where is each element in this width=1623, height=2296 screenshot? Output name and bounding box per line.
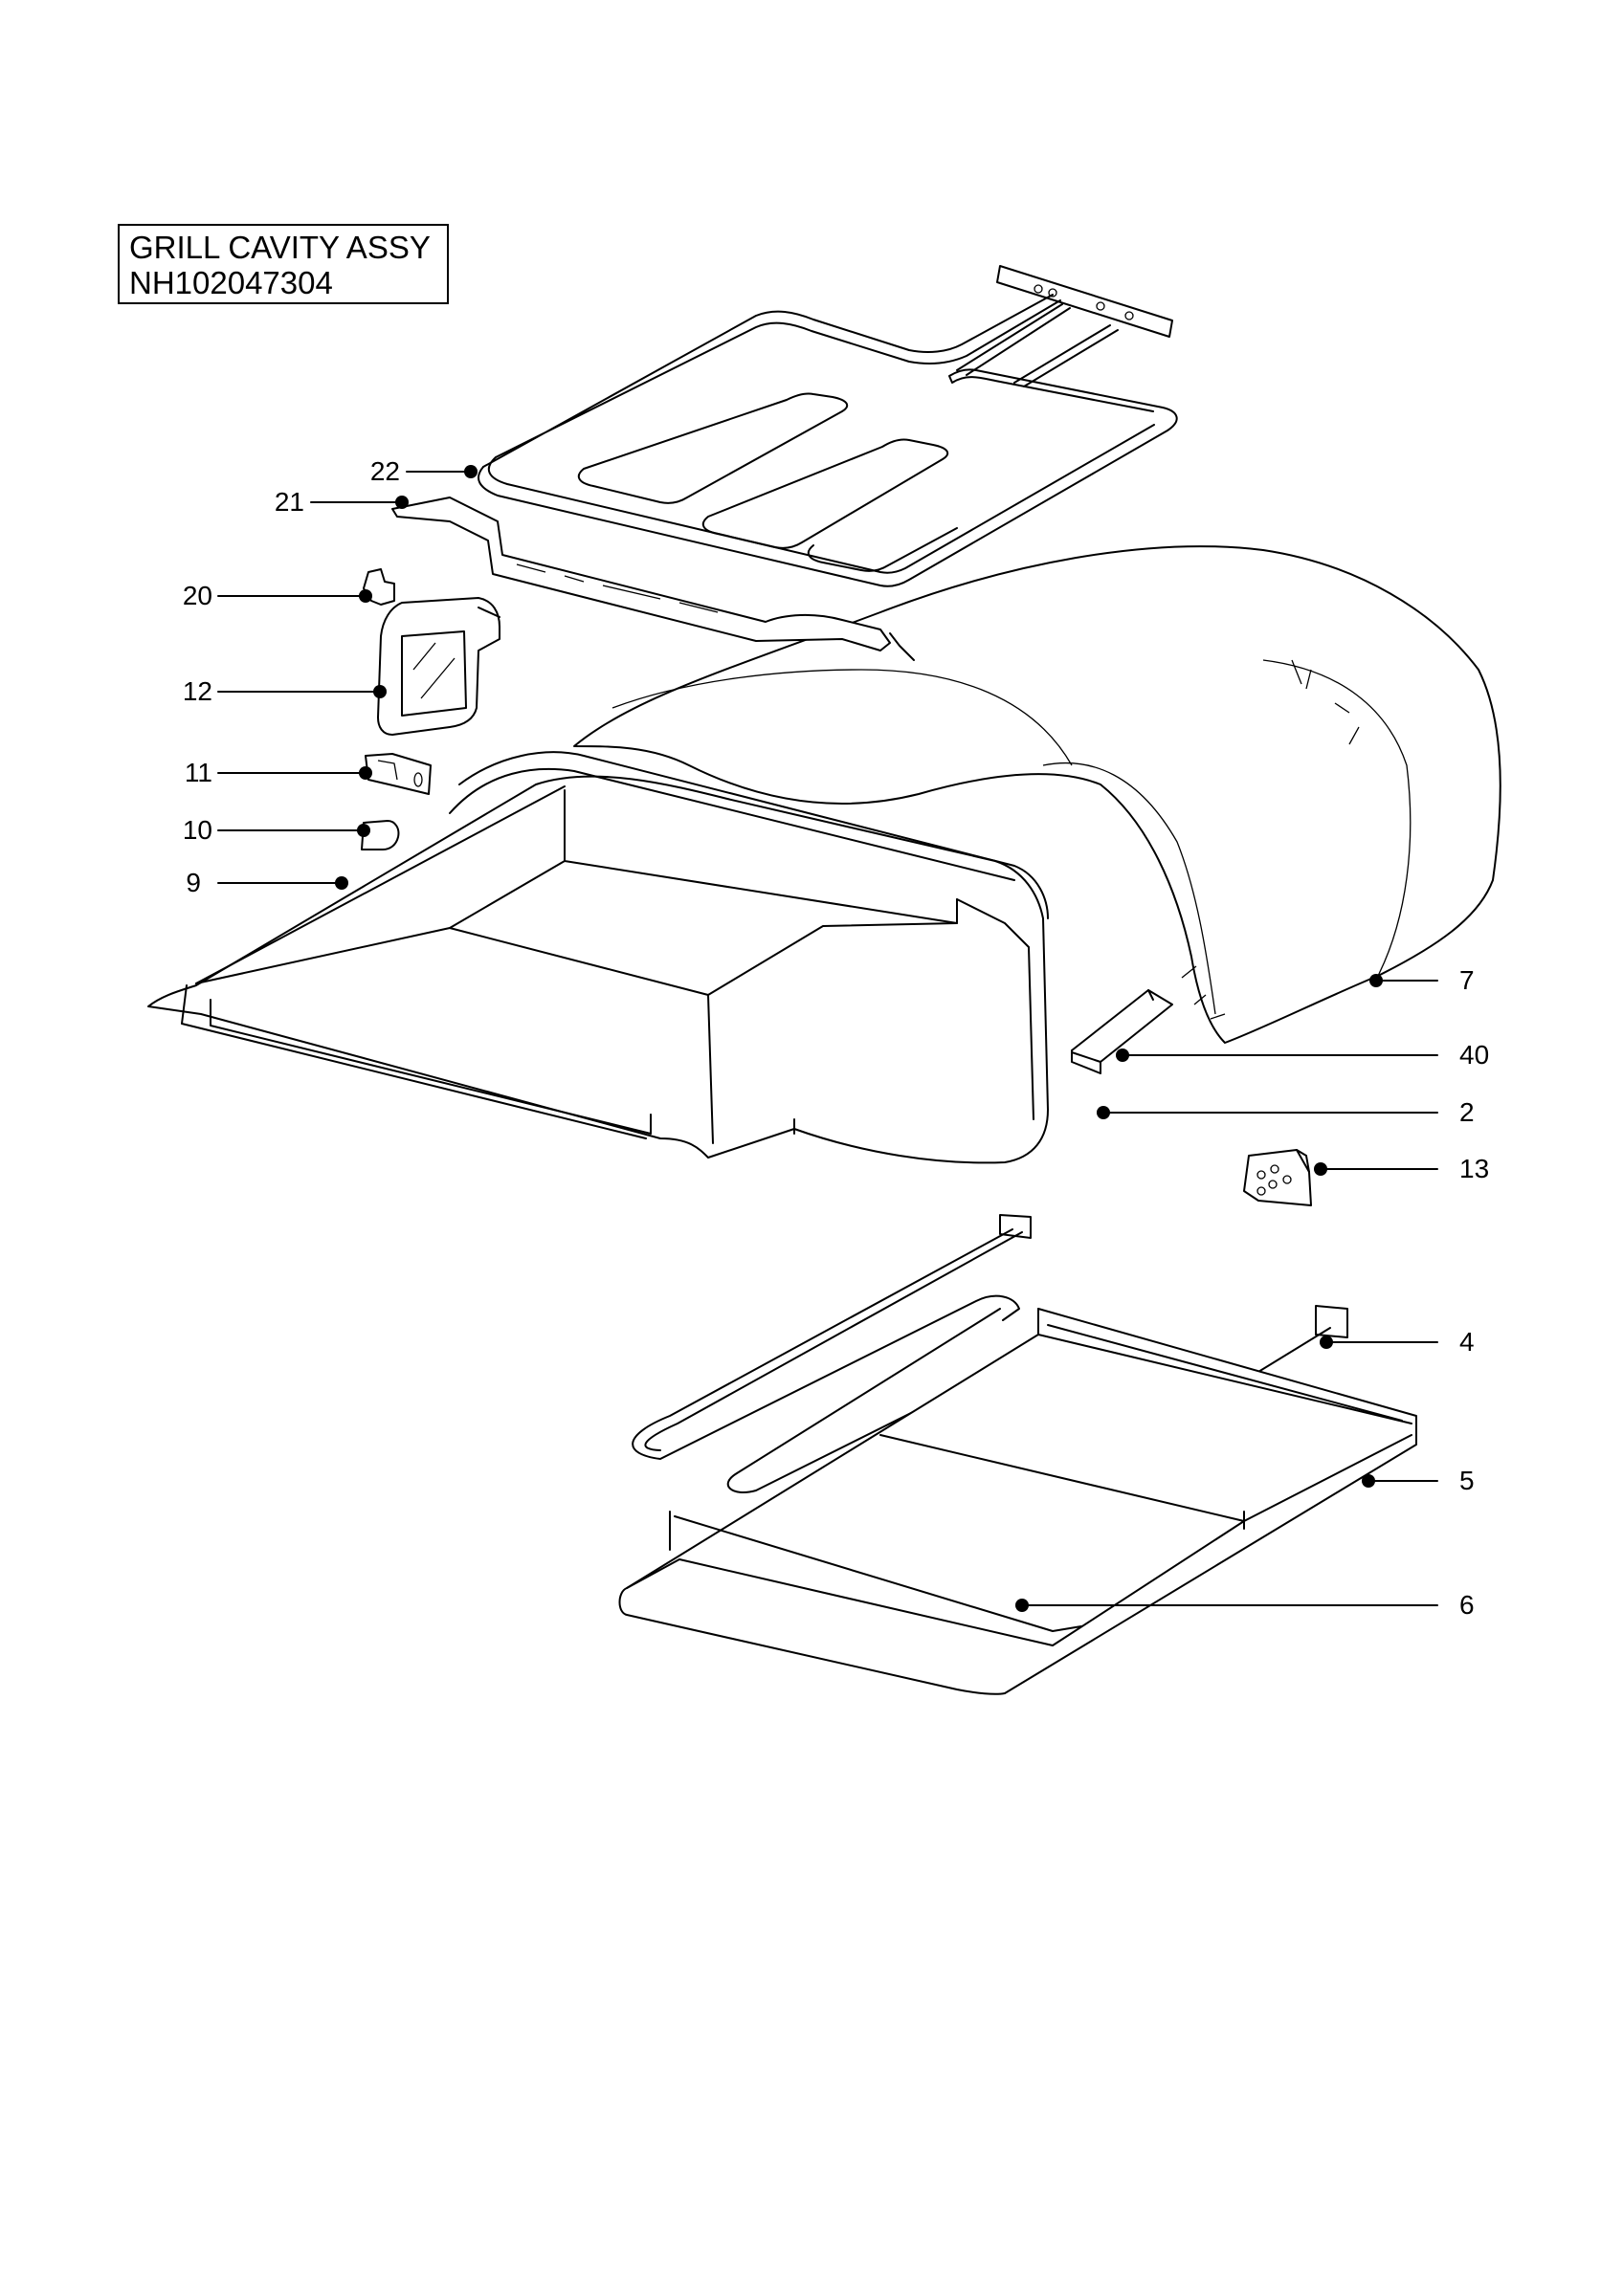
callout-9: 9 [186, 868, 201, 897]
lamp-holder [361, 820, 400, 850]
grill-cavity [147, 751, 1049, 1164]
lamp-clamp [365, 753, 432, 795]
callout-6: 6 [1459, 1590, 1475, 1620]
callout-2: 2 [1459, 1097, 1475, 1127]
grill-pan [618, 1308, 1417, 1695]
callout-21: 21 [274, 487, 304, 517]
grill-heating-element [478, 265, 1178, 587]
grill-pan-grid [674, 1434, 1245, 1632]
terminal-block [1243, 1149, 1312, 1206]
assembly-name: GRILL CAVITY ASSY [129, 230, 431, 265]
callout-11: 11 [184, 758, 212, 787]
callout-22: 22 [369, 456, 400, 486]
part-number: NH102047304 [129, 265, 333, 300]
callout-4: 4 [1459, 1327, 1475, 1357]
callout-7: 7 [1459, 965, 1475, 995]
callout-40: 40 [1459, 1040, 1490, 1070]
callout-20: 20 [182, 581, 212, 610]
callout-12: 12 [182, 676, 212, 706]
callout-5: 5 [1459, 1466, 1475, 1495]
callout-13: 13 [1459, 1154, 1490, 1183]
lamp-housing [377, 597, 500, 736]
callout-10: 10 [182, 815, 212, 845]
callout-leaders [217, 465, 1438, 1612]
title-block: GRILL CAVITY ASSY NH102047304 [118, 224, 449, 304]
element-support-bracket [391, 497, 915, 661]
duct-bracket [1071, 989, 1173, 1074]
